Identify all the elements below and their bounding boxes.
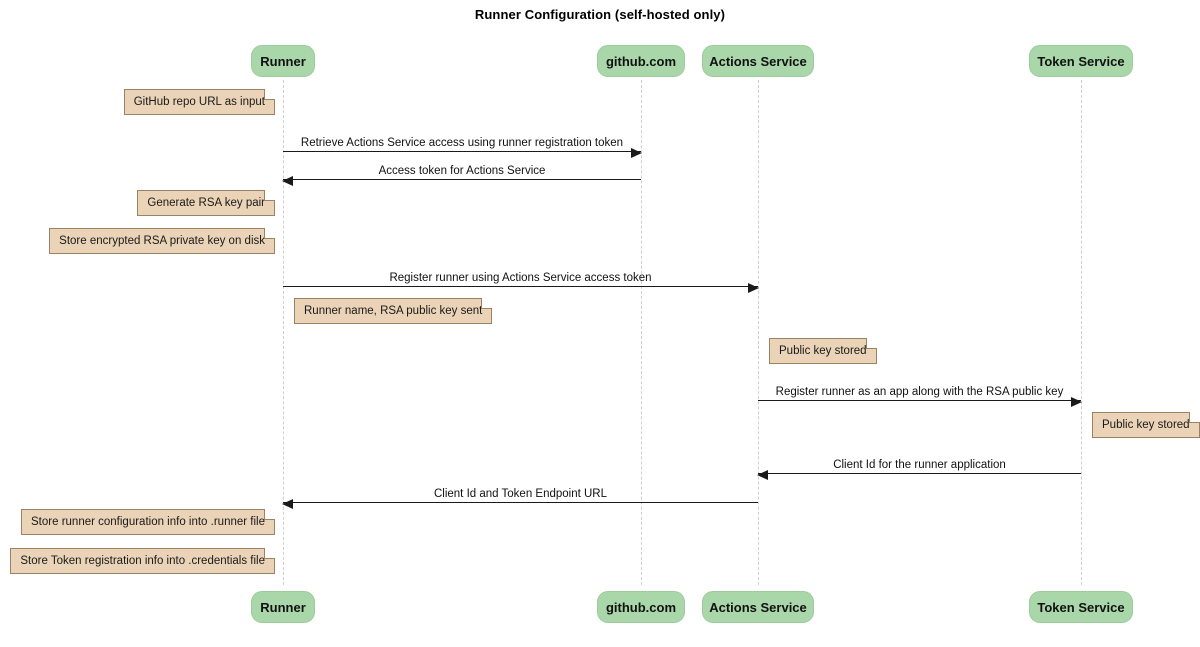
diagram-title: Runner Configuration (self-hosted only) bbox=[474, 7, 726, 22]
lifeline-token-service bbox=[1081, 80, 1082, 585]
message-retrieve-actions-service-access-using-runner-registr: Retrieve Actions Service access using ru… bbox=[283, 130, 642, 158]
message-line bbox=[758, 473, 1081, 474]
note-fold-corner-icon bbox=[264, 548, 275, 559]
participant-label: Actions Service bbox=[709, 599, 807, 615]
note-generate-rsa-key-pair: Generate RSA key pair bbox=[137, 190, 275, 216]
participant-top-github-com[interactable]: github.com bbox=[597, 45, 685, 77]
message-register-runner-as-an-app-along-with-the-rsa-public-: Register runner as an app along with the… bbox=[758, 379, 1082, 407]
participant-label: github.com bbox=[605, 53, 677, 69]
participant-bottom-actions-service[interactable]: Actions Service bbox=[702, 591, 814, 623]
message-access-token-for-actions-service: Access token for Actions Service bbox=[282, 158, 641, 186]
note-fold-corner-icon bbox=[1188, 412, 1200, 423]
note-public-key-stored: Public key stored bbox=[1092, 412, 1200, 438]
note-fold-corner-icon bbox=[264, 190, 275, 201]
note-store-encrypted-rsa-private-key-on-disk: Store encrypted RSA private key on disk bbox=[49, 228, 275, 254]
note-text: Generate RSA key pair bbox=[147, 197, 265, 209]
note-fold-corner-icon bbox=[264, 89, 275, 100]
participant-top-token-service[interactable]: Token Service bbox=[1029, 45, 1133, 77]
note-text: Runner name, RSA public key sent bbox=[304, 305, 483, 317]
note-text: Public key stored bbox=[1102, 419, 1190, 431]
message-line bbox=[283, 286, 758, 287]
message-client-id-for-the-runner-application: Client Id for the runner application bbox=[757, 452, 1081, 480]
message-label: Register runner using Actions Service ac… bbox=[389, 272, 652, 284]
message-line bbox=[283, 179, 641, 180]
message-label: Register runner as an app along with the… bbox=[775, 386, 1064, 398]
arrowhead-icon bbox=[282, 498, 293, 509]
note-fold-corner-icon bbox=[865, 338, 877, 349]
participant-bottom-token-service[interactable]: Token Service bbox=[1029, 591, 1133, 623]
arrowhead-icon bbox=[748, 282, 759, 293]
lifeline-actions-service bbox=[758, 80, 759, 585]
note-text: GitHub repo URL as input bbox=[133, 96, 265, 108]
note-github-repo-url-as-input: GitHub repo URL as input bbox=[123, 89, 275, 115]
message-label: Client Id for the runner application bbox=[833, 459, 1006, 471]
note-fold-corner-icon bbox=[264, 228, 275, 239]
note-runner-name-rsa-public-key-sent: Runner name, RSA public key sent bbox=[294, 298, 493, 324]
message-line bbox=[283, 502, 758, 503]
participant-label: Runner bbox=[260, 599, 306, 615]
message-line bbox=[283, 151, 641, 152]
arrowhead-icon bbox=[757, 469, 768, 480]
participant-top-runner[interactable]: Runner bbox=[251, 45, 315, 77]
note-text: Store Token registration info into .cred… bbox=[20, 555, 265, 567]
arrowhead-icon bbox=[1071, 396, 1082, 407]
arrowhead-icon bbox=[282, 175, 293, 186]
note-text: Store runner configuration info into .ru… bbox=[31, 516, 265, 528]
participant-label: Token Service bbox=[1037, 53, 1125, 69]
note-public-key-stored: Public key stored bbox=[769, 338, 877, 364]
lifeline-runner bbox=[283, 80, 284, 585]
participant-bottom-github-com[interactable]: github.com bbox=[597, 591, 685, 623]
message-label: Retrieve Actions Service access using ru… bbox=[300, 137, 624, 149]
note-text: Public key stored bbox=[779, 345, 867, 357]
note-store-token-registration-info-into-credentials-file: Store Token registration info into .cred… bbox=[10, 548, 275, 574]
participant-bottom-runner[interactable]: Runner bbox=[251, 591, 315, 623]
message-register-runner-using-actions-service-access-token: Register runner using Actions Service ac… bbox=[283, 265, 759, 293]
message-client-id-and-token-endpoint-url: Client Id and Token Endpoint URL bbox=[282, 481, 758, 509]
note-text: Store encrypted RSA private key on disk bbox=[59, 235, 265, 247]
participant-label: Token Service bbox=[1037, 599, 1125, 615]
message-label: Access token for Actions Service bbox=[378, 165, 546, 177]
participant-top-actions-service[interactable]: Actions Service bbox=[702, 45, 814, 77]
message-label: Client Id and Token Endpoint URL bbox=[433, 488, 608, 500]
participant-label: Actions Service bbox=[709, 53, 807, 69]
participant-label: github.com bbox=[605, 599, 677, 615]
note-store-runner-configuration-info-into-runner-file: Store runner configuration info into .ru… bbox=[21, 509, 275, 535]
lifeline-github-com bbox=[641, 80, 642, 585]
message-line bbox=[758, 400, 1081, 401]
participant-label: Runner bbox=[260, 53, 306, 69]
note-fold-corner-icon bbox=[264, 509, 275, 520]
arrowhead-icon bbox=[631, 147, 642, 158]
note-fold-corner-icon bbox=[481, 298, 493, 309]
